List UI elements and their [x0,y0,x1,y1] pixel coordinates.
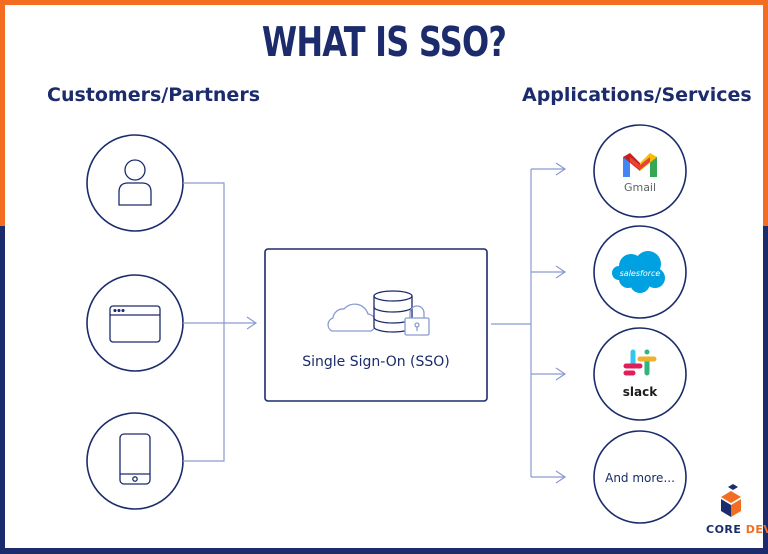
brand-part2: DEVS [745,523,768,536]
database-icon [373,290,413,333]
page-title: WHAT IS SSO? [261,18,507,66]
right-connectors [491,162,567,484]
more-circle [593,430,687,524]
customers-heading: Customers/Partners [47,84,260,106]
browser-window-icon [109,305,161,343]
user-icon [118,159,152,206]
salesforce-label: salesforce [620,269,661,278]
brand-wordmark: CORE DEVS [706,523,768,536]
applications-heading: Applications/Services [522,84,752,106]
coredevs-logo-icon [721,484,741,517]
brand-part1: CORE [706,523,742,536]
browser-client-circle [86,274,184,372]
slack-label: slack [623,385,658,399]
smartphone-icon [119,433,151,485]
mobile-client-circle [86,412,184,510]
salesforce-cloud-icon [612,251,665,293]
left-connectors [183,182,258,462]
and-more-label: And more... [605,471,675,485]
padlock-icon [404,305,430,336]
gmail-logo-icon [623,153,657,177]
gmail-label: Gmail [624,181,656,194]
slack-logo-icon [623,349,657,376]
slack-circle [593,327,687,421]
sso-label: Single Sign-On (SSO) [302,354,450,370]
